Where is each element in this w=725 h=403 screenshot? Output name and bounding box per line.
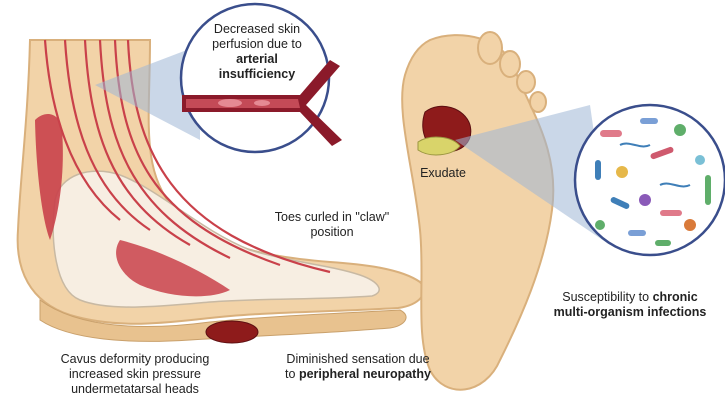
infection-bold2: multi-organism infections	[540, 305, 720, 320]
sensation-label: Diminished sensation due to peripheral n…	[278, 352, 438, 382]
plantar-foot-illustration	[402, 32, 553, 390]
toes-line1: Toes curled in "claw"	[262, 210, 402, 225]
toes-line2: position	[262, 225, 402, 240]
cavus-label: Cavus deformity producing increased skin…	[50, 352, 220, 397]
exudate-text: Exudate	[413, 166, 473, 181]
perfusion-label: Decreased skin perfusion due to arterial…	[198, 22, 316, 82]
perfusion-bold1: arterial	[198, 52, 316, 67]
infection-line1: Susceptibility to chronic	[540, 290, 720, 305]
cavus-line2: increased skin pressure	[50, 367, 220, 382]
sensation-prefix: to	[285, 367, 299, 381]
bacteria-magnifier	[575, 105, 725, 255]
perfusion-bold2: insufficiency	[198, 67, 316, 82]
perfusion-line1: Decreased skin	[198, 22, 316, 37]
cavus-line1: Cavus deformity producing	[50, 352, 220, 367]
sensation-line1: Diminished sensation due	[278, 352, 438, 367]
perfusion-line2: perfusion due to	[198, 37, 316, 52]
cavus-line3: undermetatarsal heads	[50, 382, 220, 397]
infection-label: Susceptibility to chronic multi-organism…	[540, 290, 720, 320]
infection-prefix: Susceptibility to	[562, 290, 652, 304]
infection-bold1: chronic	[653, 290, 698, 304]
sensation-bold: peripheral neuropathy	[299, 367, 431, 381]
sensation-line2: to peripheral neuropathy	[278, 367, 438, 382]
exudate-label: Exudate	[413, 166, 473, 181]
toes-label: Toes curled in "claw" position	[262, 210, 402, 240]
pressure-ulcer	[206, 321, 258, 343]
